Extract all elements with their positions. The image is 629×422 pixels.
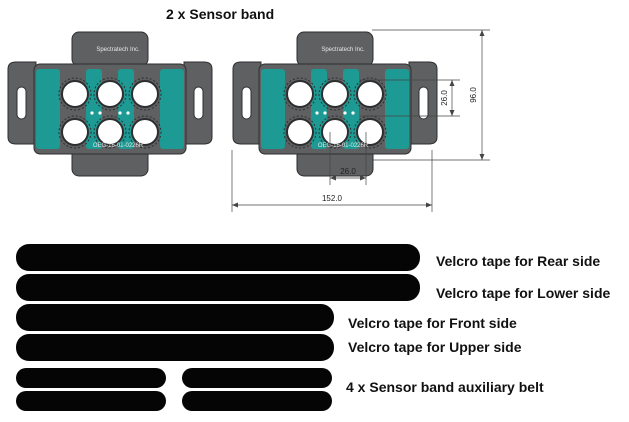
- sensor-band-right: Spectratech Inc. OEG-16-01-0226R: [232, 31, 438, 177]
- dim-height-outer: 96.0: [469, 87, 478, 103]
- aux-belt: [182, 391, 332, 411]
- aux-belt: [16, 391, 166, 411]
- dim-width-outer: 152.0: [322, 194, 343, 203]
- velcro-tape-lower: [16, 274, 420, 301]
- band-brand-label: Spectratech Inc.: [321, 47, 365, 53]
- figure-title: 2 x Sensor band: [166, 6, 275, 22]
- velcro-tape-lower-label: Velcro tape for Lower side: [436, 285, 611, 301]
- band-model-label: OEG-16-01-0226R: [318, 143, 369, 149]
- band-brand-label: Spectratech Inc.: [96, 47, 140, 53]
- velcro-tape-front: [16, 304, 334, 331]
- velcro-tape-upper: [16, 334, 334, 361]
- velcro-tape-rear-label: Velcro tape for Rear side: [436, 253, 601, 269]
- velcro-tape-rear: [16, 244, 420, 271]
- dimension-arrows: [232, 30, 485, 208]
- dim-width-inner: 26.0: [340, 167, 356, 176]
- aux-belt: [16, 368, 166, 388]
- sensor-band-drawings: Spectratech Inc. OEG-16-01-0226R Spectra…: [7, 29, 490, 212]
- aux-belt-label: 4 x Sensor band auxiliary belt: [346, 379, 544, 395]
- aux-belt: [182, 368, 332, 388]
- velcro-tape-front-label: Velcro tape for Front side: [348, 315, 517, 331]
- dimension-lines: [231, 29, 490, 212]
- band-model-label: OEG-16-01-0226R: [93, 143, 144, 149]
- velcro-tape-upper-label: Velcro tape for Upper side: [348, 339, 522, 355]
- sensor-band-left: Spectratech Inc. OEG-16-01-0226R: [7, 31, 213, 177]
- dim-height-inner: 26.0: [440, 90, 449, 106]
